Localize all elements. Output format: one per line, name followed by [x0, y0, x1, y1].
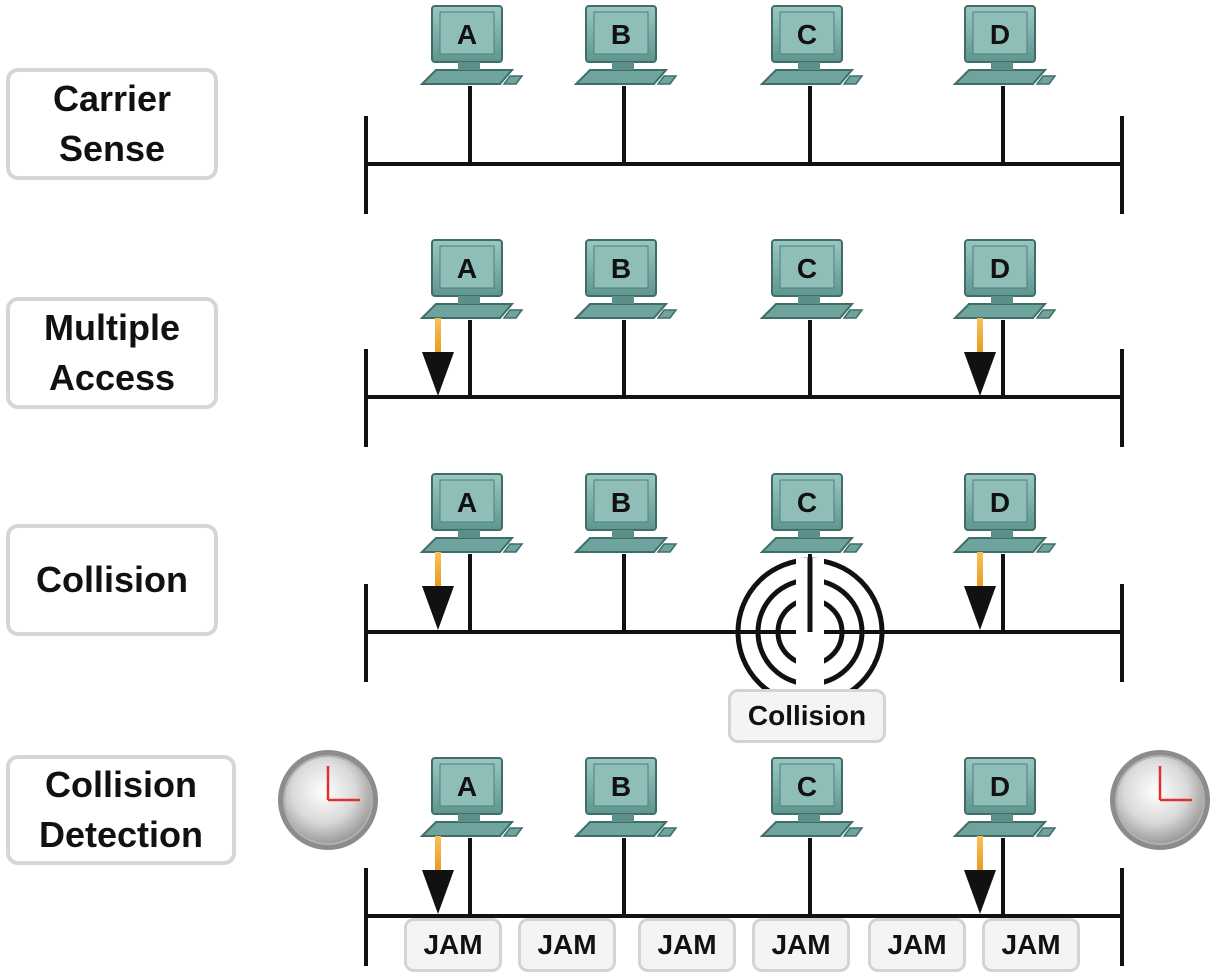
- host-label: C: [797, 771, 817, 802]
- computer-icon: A: [419, 473, 524, 553]
- jam-label: JAM: [657, 929, 717, 960]
- network-segment: A B C D: [364, 473, 1124, 682]
- network-segment: A B C D: [364, 757, 1124, 966]
- jam-signal: JAM: [752, 918, 850, 972]
- jam-label: JAM: [887, 929, 947, 960]
- computer-icon: C: [759, 473, 864, 553]
- collision-ripple-icon: [735, 557, 885, 708]
- computer-icon: B: [573, 239, 678, 319]
- stage-label-carrier-sense: Carrier Sense: [6, 68, 218, 180]
- down-arrow-icon: [964, 836, 996, 914]
- host-label: B: [611, 253, 631, 284]
- computer-icon: A: [419, 5, 524, 85]
- computer-icon: B: [573, 473, 678, 553]
- down-arrow-icon: [422, 836, 454, 914]
- computer-icon: C: [759, 239, 864, 319]
- computer-icon: D: [952, 757, 1057, 837]
- host-label: D: [990, 487, 1010, 518]
- host-label: A: [457, 19, 477, 50]
- host-label: B: [611, 771, 631, 802]
- stage-label-line2: Detection: [38, 814, 204, 855]
- host-label: A: [457, 253, 477, 284]
- jam-label: JAM: [537, 929, 597, 960]
- network-segment: A B C D: [364, 5, 1124, 214]
- stage-label-collision-detection: Collision Detection: [6, 755, 236, 865]
- jam-signal: JAM: [982, 918, 1080, 972]
- stage-label-line2: Access: [48, 357, 176, 398]
- timer-clock-icon: [1110, 750, 1210, 850]
- stage-label-collision: Collision: [6, 524, 218, 636]
- host-label: D: [990, 253, 1010, 284]
- network-segment: A B C D: [364, 239, 1124, 447]
- collision-badge-label: Collision: [747, 700, 867, 731]
- jam-label: JAM: [771, 929, 831, 960]
- computer-icon: D: [952, 5, 1057, 85]
- stage-label-line1: Carrier: [52, 78, 172, 119]
- jam-signal: JAM: [868, 918, 966, 972]
- stage-label-line1: Collision: [36, 559, 188, 600]
- host-label: A: [457, 487, 477, 518]
- host-label: D: [990, 19, 1010, 50]
- host-label: C: [797, 487, 817, 518]
- stage-label-line1: Collision: [45, 764, 197, 805]
- computer-icon: D: [952, 473, 1057, 553]
- computer-icon: A: [419, 757, 524, 837]
- computer-icon: B: [573, 5, 678, 85]
- jam-signal: JAM: [638, 918, 736, 972]
- stage-label-line2: Sense: [58, 128, 166, 169]
- timer-clock-icon: [278, 750, 378, 850]
- computer-icon: B: [573, 757, 678, 837]
- computer-icon: A: [419, 239, 524, 319]
- computer-icon: D: [952, 239, 1057, 319]
- host-label: D: [990, 771, 1010, 802]
- host-label: A: [457, 771, 477, 802]
- stage-label-multiple-access: Multiple Access: [6, 297, 218, 409]
- jam-signal: JAM: [518, 918, 616, 972]
- down-arrow-icon: [964, 318, 996, 396]
- computer-icon: C: [759, 5, 864, 85]
- host-label: C: [797, 19, 817, 50]
- computer-icon: C: [759, 757, 864, 837]
- down-arrow-icon: [422, 552, 454, 630]
- down-arrow-icon: [422, 318, 454, 396]
- jam-label: JAM: [1001, 929, 1061, 960]
- collision-badge: Collision: [728, 689, 886, 743]
- jam-signal: JAM: [404, 918, 502, 972]
- down-arrow-icon: [964, 552, 996, 630]
- host-label: C: [797, 253, 817, 284]
- stage-label-line1: Multiple: [44, 307, 180, 348]
- jam-label: JAM: [423, 929, 483, 960]
- host-label: B: [611, 19, 631, 50]
- host-label: B: [611, 487, 631, 518]
